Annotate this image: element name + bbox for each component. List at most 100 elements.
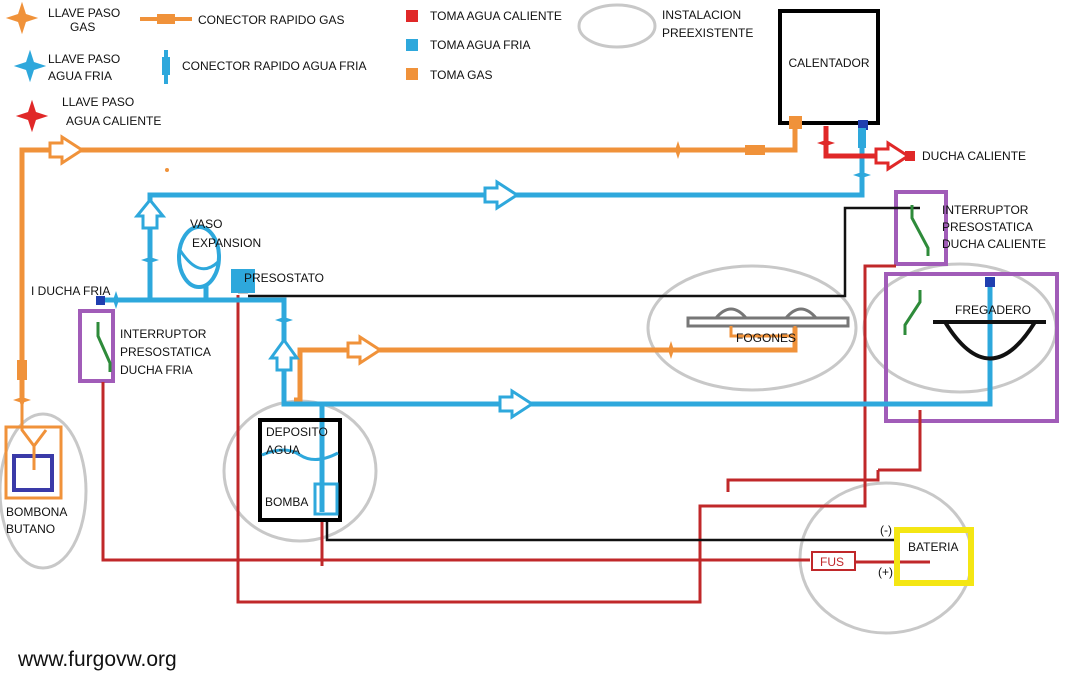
- cold-valve-heater: [853, 166, 871, 184]
- tank-water-level: [261, 448, 339, 461]
- gas-valve-main: [669, 141, 687, 159]
- positive-wire-sink-switch: [878, 410, 922, 472]
- positive-wire-sink-return: [726, 470, 880, 492]
- sink-outlet: [985, 277, 995, 287]
- cold-valve-right: [275, 311, 293, 329]
- legend-gas-valve-icon: [5, 1, 39, 35]
- expansion-vessel-label-line2: EXPANSION: [192, 236, 261, 250]
- cold-flow-arrow-up-left: [133, 197, 167, 230]
- hot-shower-label: DUCHA CALIENTE: [922, 149, 1026, 163]
- sink-basin: [943, 320, 1037, 361]
- legend-gas-outlet-label: TOMA GAS: [430, 68, 492, 82]
- pump: [313, 482, 339, 516]
- cold-shower-switch-symbol: [96, 322, 112, 372]
- negative-wire-pump: [325, 520, 895, 542]
- legend-cold-connector-label: CONECTOR RAPIDO AGUA FRIA: [182, 59, 366, 73]
- stray-dot: [165, 168, 169, 172]
- sink-existing-ellipse: [862, 262, 1058, 394]
- hot-flow-arrow: [874, 140, 911, 172]
- sink-label: FREGADERO: [955, 303, 1031, 317]
- switch-boxes: [78, 190, 1059, 423]
- hot-shower-switch-box: [894, 190, 948, 266]
- cold-line-to-pump: [284, 401, 325, 512]
- expansion-vessel-label-line1: VASO: [190, 217, 222, 231]
- sink-switch-symbol: [903, 290, 922, 335]
- cold-quick-connector-heater: [858, 128, 866, 148]
- pressure-switch: [231, 269, 255, 293]
- stove-gas-split: [729, 326, 797, 338]
- battery-positive-label: (+): [878, 565, 893, 579]
- stove-burner-right: [784, 307, 818, 319]
- butane-bottle-outer: [4, 425, 63, 500]
- gas-flow-arrow-stove: [346, 334, 383, 366]
- sink-switch-box: [884, 272, 1059, 423]
- positive-wires: [101, 264, 930, 604]
- cold-valve-left: [141, 251, 159, 269]
- gas-lines: [19, 121, 798, 403]
- positive-wire-pressure-switch: [236, 264, 896, 604]
- gas-main-line: [19, 121, 798, 400]
- cold-flow-arrow-bottom: [498, 388, 535, 420]
- battery-box: [894, 527, 974, 586]
- gas-flow-arrow-top: [48, 134, 85, 166]
- legend-gas-outlet-icon: [406, 68, 418, 80]
- pressure-switch-label: PRESOSTATO: [244, 271, 324, 285]
- negative-wire-pressure-switch: [248, 206, 920, 298]
- gas-quick-connector-butane: [17, 360, 27, 380]
- heater-box: [778, 9, 880, 125]
- butane-regulator: [20, 400, 48, 470]
- hot-shower-switch-symbol: [910, 205, 930, 256]
- water-tank: [258, 418, 342, 522]
- legend-cold-outlet-label: TOMA AGUA FRIA: [430, 38, 530, 52]
- legend-hot-outlet-label: TOMA AGUA CALIENTE: [430, 9, 562, 23]
- butane-existing-ellipse: [0, 412, 88, 570]
- battery-negative-label: (-): [880, 523, 892, 537]
- heater-gas-inlet: [789, 116, 802, 129]
- expansion-vessel-membrane: [178, 249, 220, 271]
- legend-gas-connector-icon: [157, 14, 175, 24]
- cold-flow-arrow-up-right: [268, 337, 300, 372]
- cold-line-to-sink: [100, 282, 993, 407]
- gas-stove-line: [294, 325, 798, 403]
- legend-cold-connector-icon: [162, 57, 170, 75]
- cold-shower-label: I DUCHA FRIA: [31, 284, 110, 298]
- pump-label: BOMBA: [265, 495, 308, 509]
- legend-existing-ellipse: [577, 3, 657, 49]
- legend-cold-outlet-icon: [406, 39, 418, 51]
- legend-cold-valve-icon: [13, 49, 47, 83]
- fuse-box: [811, 551, 856, 571]
- gas-valve-stoves: [662, 341, 680, 359]
- positive-wire-cold-switch: [101, 382, 810, 562]
- heater-label: CALENTADOR: [788, 56, 869, 70]
- stove-plate: [686, 316, 850, 328]
- switch-symbols: [96, 205, 930, 372]
- battery-label: BATERIA: [908, 540, 958, 554]
- fuse-label: FUS: [820, 555, 844, 569]
- stoves-label: FOGONES: [736, 331, 796, 345]
- legend-hot-valve-icon: [15, 99, 49, 133]
- expansion-vessel: [177, 225, 221, 289]
- stove-burner-left: [714, 307, 748, 319]
- watermark: www.furgovw.org: [17, 648, 177, 671]
- stoves-existing-ellipse: [646, 264, 858, 392]
- flow-arrows: [48, 134, 911, 420]
- gas-quick-connector-heater: [745, 145, 765, 155]
- cold-shower-outlet: [96, 296, 105, 305]
- hot-shower-outlet: [905, 151, 915, 161]
- legend-gas-connector-label: CONECTOR RAPIDO GAS: [198, 13, 344, 27]
- cold-flow-arrow-top: [483, 179, 520, 211]
- hot-valve-heater: [817, 134, 835, 152]
- heater-cold-inlet: [858, 120, 868, 130]
- legend-hot-outlet-icon: [406, 10, 418, 22]
- cold-shower-switch-box: [78, 309, 115, 383]
